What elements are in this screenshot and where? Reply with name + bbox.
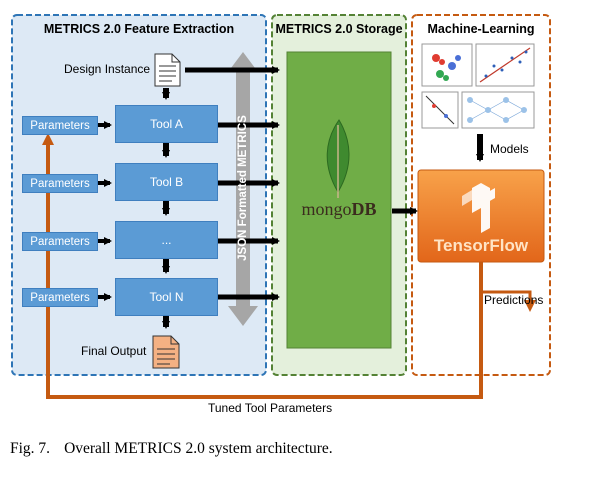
mongodb-wordmark: mongoDB: [287, 199, 391, 220]
feedback-loop-arrow: [42, 133, 483, 399]
predictions-arrow: [481, 290, 536, 312]
design-instance-doc-icon: [154, 53, 181, 87]
tool-a-box: Tool A: [115, 105, 218, 143]
tool-ellipsis-box: ...: [115, 221, 218, 259]
parameters-box-n: Parameters: [22, 288, 98, 307]
json-metrics-label: JSON Formatted METRICS: [237, 115, 249, 261]
ml-panel-title: Machine-Learning: [427, 22, 535, 36]
design-instance-label: Design Instance: [64, 62, 151, 76]
architecture-diagram: METRICS 2.0 Feature Extraction METRICS 2…: [11, 14, 551, 415]
models-label: Models: [490, 142, 529, 156]
mongodb-wordmark-suffix: DB: [351, 199, 377, 219]
parameters-box-ellipsis: Parameters: [22, 232, 98, 251]
tensorflow-label: TensorFlow: [433, 236, 529, 255]
tool-b-box: Tool B: [115, 163, 218, 201]
predictions-label: Predictions: [484, 293, 544, 307]
figure-caption: Fig. 7. Overall METRICS 2.0 system archit…: [10, 440, 590, 458]
storage-panel-title: METRICS 2.0 Storage: [275, 22, 403, 36]
figure-number: Fig. 7.: [10, 440, 51, 457]
mongodb-leaf-icon: [326, 119, 350, 198]
tool-n-box: Tool N: [115, 278, 218, 316]
flow-arrows: [98, 66, 484, 329]
final-output-label: Final Output: [81, 344, 147, 358]
figure-caption-text: Overall METRICS 2.0 system architecture.: [64, 440, 333, 457]
tensorflow-logo-icon: [462, 183, 495, 233]
extraction-panel-title: METRICS 2.0 Feature Extraction: [43, 22, 235, 36]
mongodb-box: [286, 51, 392, 349]
ml-plot-thumbnails: [421, 43, 535, 129]
final-output-doc-icon: [152, 335, 180, 369]
parameters-box-a: Parameters: [22, 116, 98, 135]
parameters-box-b: Parameters: [22, 174, 98, 193]
mongodb-wordmark-prefix: mongo: [301, 199, 352, 219]
json-metrics-arrow: [228, 52, 258, 326]
tuned-tool-parameters-label: Tuned Tool Parameters: [208, 401, 333, 415]
